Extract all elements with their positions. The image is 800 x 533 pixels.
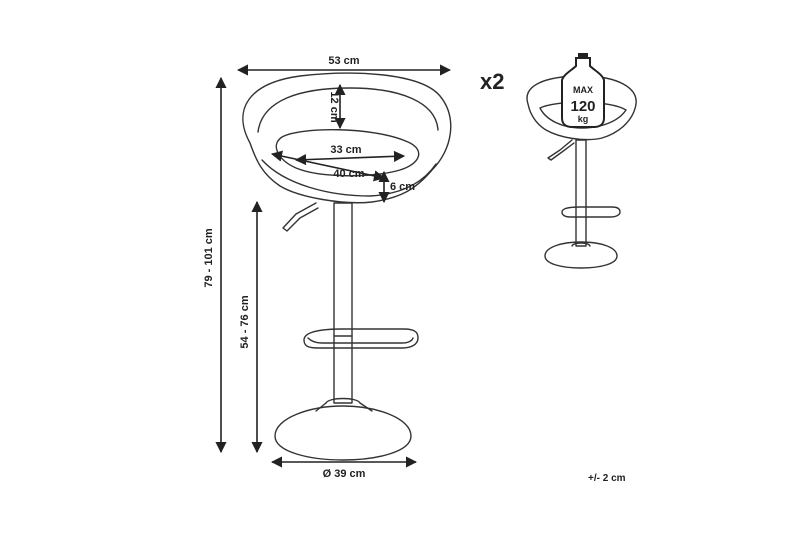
dim-line-seat-depth: [270, 150, 386, 182]
height-lever: [282, 202, 319, 232]
dimension-labels: 53 cm 12 cm 33 cm 40 cm 6 cm 79 - 101 cm…: [203, 55, 415, 480]
label-inner-width: 33 cm: [330, 144, 361, 156]
max-load-unit: kg: [578, 114, 589, 124]
seat-shell-outline: [242, 72, 452, 204]
small-footrest: [561, 206, 621, 218]
footrest-ring: [303, 328, 419, 349]
weight-icon: [561, 57, 605, 128]
base-plate: [274, 405, 412, 461]
main-stool-drawing: [242, 72, 452, 461]
max-load-top: MAX: [573, 85, 593, 95]
label-seat-depth: 40 cm: [333, 168, 364, 180]
backrest-inner-curve: [257, 87, 439, 133]
label-base-diameter: Ø 39 cm: [323, 468, 366, 480]
small-gas-column: [575, 139, 587, 247]
small-base-plate: [544, 241, 618, 269]
small-seat-shell: [526, 75, 637, 141]
base-cone: [325, 397, 373, 412]
label-total-height: 79 - 101 cm: [203, 228, 215, 288]
tolerance-note: +/- 2 cm: [588, 473, 626, 484]
small-stool-drawing: MAX 120 kg: [526, 53, 637, 269]
label-seat-width: 53 cm: [328, 55, 359, 67]
dimension-lines: [215, 64, 452, 468]
dim-line-inner-width: [294, 150, 406, 166]
label-back-height: 12 cm: [328, 91, 340, 122]
quantity-label: x2: [480, 69, 504, 94]
gas-column: [333, 202, 353, 404]
max-load-badge: MAX 120 kg: [561, 53, 605, 128]
max-load-value: 120: [570, 98, 595, 115]
small-lever: [547, 139, 575, 161]
label-seat-height: 54 - 76 cm: [239, 295, 251, 348]
label-seat-thickness: 6 cm: [390, 181, 415, 193]
